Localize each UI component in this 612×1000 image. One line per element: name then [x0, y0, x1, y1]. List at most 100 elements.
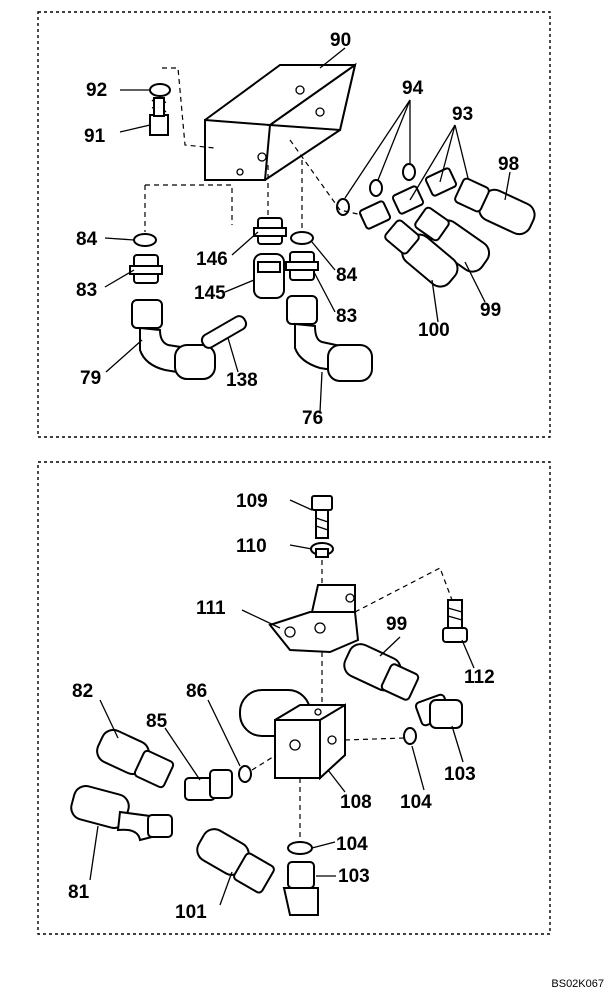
part-103-elbow-bottom	[282, 861, 319, 916]
label-84-right: 84	[336, 265, 358, 286]
part-93-fittings	[358, 167, 458, 230]
label-138: 138	[226, 370, 258, 391]
part-138-pin	[200, 315, 248, 349]
leader-93-c	[454, 124, 469, 179]
part-104-oring-right	[403, 727, 417, 745]
label-76: 76	[302, 408, 323, 429]
top-panel: 90 92 91 94 93 98 84 146 83 145 84 83 99…	[37, 11, 551, 438]
part-94-oring-3	[402, 163, 416, 181]
label-110: 110	[236, 536, 267, 557]
part-146-fitting	[253, 217, 287, 245]
bottom-panel: 109 110 111 99 112 82 86 85 103 104 108 …	[37, 461, 551, 935]
label-111: 111	[196, 598, 226, 619]
leader-82	[99, 699, 119, 739]
part-82-hose	[96, 728, 175, 789]
label-145: 145	[194, 283, 226, 304]
part-99-hose-bottom	[343, 643, 420, 701]
label-91: 91	[84, 126, 106, 147]
label-85: 85	[146, 711, 168, 732]
part-92-washer	[149, 83, 171, 97]
part-85-fitting	[184, 769, 233, 801]
leader-145	[224, 279, 255, 293]
part-112-bolt	[442, 599, 468, 643]
leader-100	[431, 279, 439, 323]
leader-104-right	[411, 745, 425, 791]
leader-101	[219, 871, 233, 906]
part-145-sensor	[253, 253, 285, 299]
part-108-valve-block	[239, 689, 346, 781]
part-94-oring-1	[336, 198, 350, 216]
part-99-hose	[414, 206, 491, 273]
label-112: 112	[464, 667, 495, 688]
leader-91	[119, 124, 151, 133]
part-84-seal-right	[290, 231, 314, 245]
part-76-elbow-hose	[286, 295, 373, 382]
part-91-bolt	[149, 97, 169, 136]
label-99-top: 99	[480, 300, 501, 321]
part-94-oring-2	[369, 179, 383, 197]
label-98: 98	[498, 154, 519, 175]
label-104-bottom: 104	[336, 834, 368, 855]
label-103-right: 103	[444, 764, 476, 785]
label-81: 81	[68, 882, 90, 903]
part-104-oring-bottom	[287, 841, 313, 855]
label-84-left: 84	[76, 229, 98, 250]
part-100-hose	[384, 219, 459, 288]
label-94: 94	[402, 78, 424, 99]
label-100: 100	[418, 320, 450, 341]
leader-146	[231, 231, 259, 256]
leader-103-right	[451, 725, 464, 763]
label-83-left: 83	[76, 280, 97, 301]
label-104-right: 104	[400, 792, 432, 813]
label-103-bottom: 103	[338, 866, 370, 887]
part-83-adapter-left	[129, 254, 163, 284]
label-92: 92	[86, 80, 107, 101]
leader-111	[241, 609, 281, 629]
part-98-hose	[454, 177, 536, 236]
leader-99-bottom	[379, 636, 401, 657]
leader-99	[464, 261, 486, 303]
leader-90	[319, 47, 346, 69]
leader-bolt-to-block	[162, 67, 216, 149]
leader-84a	[104, 237, 135, 241]
part-83-adapter-right	[285, 251, 319, 281]
leader-86	[207, 699, 241, 767]
part-101-hose	[196, 828, 275, 894]
leader-93-b	[439, 124, 456, 183]
part-84-seal-left	[133, 233, 157, 247]
part-90-manifold-block	[204, 62, 357, 181]
leader-79	[105, 339, 143, 373]
label-108: 108	[340, 792, 372, 813]
part-86-oring	[238, 765, 252, 783]
part-79-elbow-hose	[131, 299, 216, 380]
leader-110	[289, 544, 313, 550]
leader-98	[504, 171, 511, 201]
leader-94-a	[344, 99, 411, 199]
label-79: 79	[80, 368, 101, 389]
leader-81	[89, 825, 99, 881]
part-110-washer	[310, 542, 334, 558]
leader-83a	[104, 269, 135, 288]
label-109: 109	[236, 491, 268, 512]
label-146: 146	[196, 249, 228, 270]
part-111-bracket	[268, 584, 360, 654]
leader-left-stack	[145, 184, 233, 225]
label-86: 86	[186, 681, 207, 702]
label-90: 90	[330, 30, 351, 51]
label-83-right: 83	[336, 306, 357, 327]
leader-83b	[313, 271, 336, 313]
drawing-code: BS02K067	[551, 978, 604, 990]
label-99-bottom: 99	[386, 614, 407, 635]
leader-109	[289, 499, 313, 511]
label-101: 101	[175, 902, 207, 923]
leader-112	[461, 639, 475, 669]
leader-oring-to-block	[251, 754, 277, 771]
label-82: 82	[72, 681, 93, 702]
leader-93-a	[409, 124, 456, 201]
leader-104-bottom	[311, 841, 336, 849]
leader-85	[164, 727, 201, 781]
part-81-elbow-hose	[70, 785, 173, 842]
leader-block-right	[344, 737, 405, 741]
leader-108	[327, 769, 346, 793]
